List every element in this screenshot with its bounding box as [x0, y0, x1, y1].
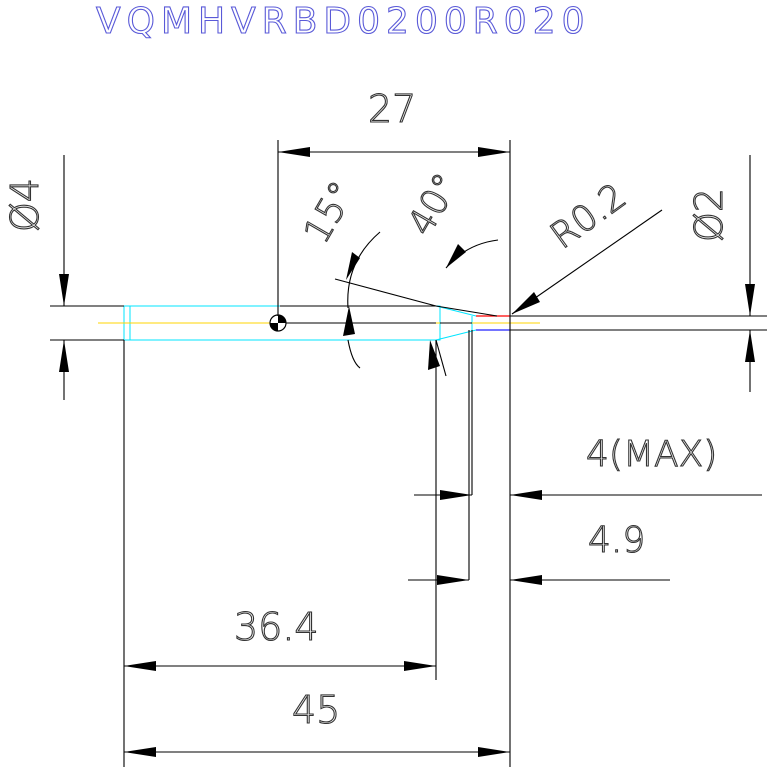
label-40-deg: 40° — [400, 167, 467, 243]
dimension-45: 45 — [124, 687, 510, 757]
label-45: 45 — [292, 688, 340, 732]
taper-bottom — [435, 329, 510, 341]
dimension-4-9: 4.9 — [408, 330, 670, 585]
datum-quadrant-1 — [278, 315, 286, 323]
label-15-deg: 15° — [296, 175, 363, 251]
label-27: 27 — [368, 87, 416, 131]
part-number-title: VQMHVRBD0200R020 — [96, 1, 591, 42]
label-dia-4: Ø4 — [3, 178, 47, 232]
radius-r0-2: R0.2 — [511, 175, 663, 315]
dimension-dia-4: Ø4 — [2, 155, 124, 400]
dimension-27: 27 — [277, 86, 511, 767]
label-4-9: 4.9 — [588, 520, 645, 561]
datum-symbol — [269, 314, 287, 332]
dimension-36-4: 36.4 — [123, 340, 437, 767]
label-r0-2: R0.2 — [543, 176, 634, 258]
datum-quadrant-2 — [270, 323, 278, 331]
label-4-max: 4(MAX) — [586, 434, 717, 475]
tool-body — [98, 305, 540, 341]
dimension-4-max: 4(MAX) — [414, 330, 762, 500]
dimension-dia-2: Ø2 — [510, 155, 767, 392]
angle-40: 40° — [400, 166, 499, 377]
label-dia-2: Ø2 — [687, 188, 731, 242]
label-36-4: 36.4 — [234, 605, 319, 649]
